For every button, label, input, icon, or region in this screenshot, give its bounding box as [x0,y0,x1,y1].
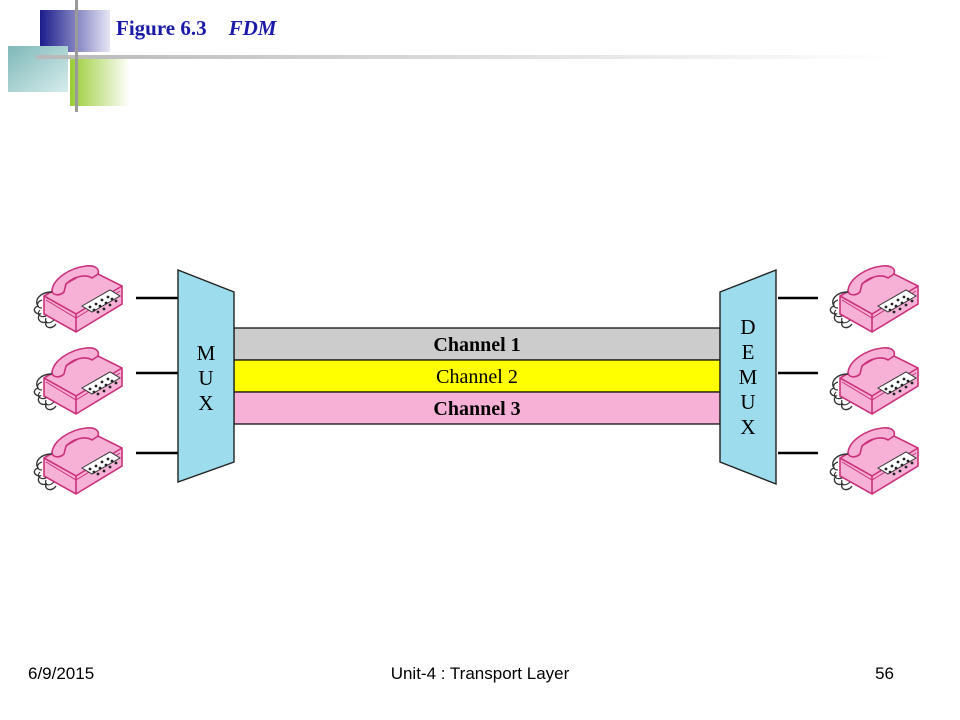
mux-letter: X [198,391,213,415]
mux-letter: U [198,366,213,390]
page-number: 56 [875,664,894,683]
fdm-diagram: Channel 1 Channel 2 Channel 3 M U X D E … [33,265,919,495]
footer-date: 6/9/2015 [28,664,95,683]
channel-label-1: Channel 1 [433,334,520,356]
decor-horizontal-line [36,55,896,59]
telephone-icon [829,427,919,495]
channel-label-3: Channel 3 [433,398,520,420]
decor-green-block [70,56,130,106]
telephone-icon [33,427,123,495]
telephone-icon [33,265,123,333]
demux-letter: M [739,365,758,389]
demux-letter: D [740,315,755,339]
telephone-icon [829,265,919,333]
demux-block [719,268,777,486]
figure-label: Figure 6.3 [116,16,207,40]
header-decoration [8,0,896,112]
decor-vertical-line [75,0,78,112]
mux-block [177,268,235,483]
decor-teal-block [8,46,68,92]
channel-band-1 [233,327,721,361]
footer-title: Unit-4 : Transport Layer [390,664,570,683]
slide-title: Figure 6.3 FDM [116,16,276,41]
figure-title: FDM [228,16,277,40]
demux-letter: X [740,415,755,439]
demux-letter: E [742,340,755,364]
channel-band-3 [233,391,721,425]
telephone-icon [829,347,919,415]
mux-letter: M [197,341,216,365]
demux-letter: U [740,390,755,414]
channel-label-2: Channel 2 [436,366,518,388]
telephone-icon [33,347,123,415]
